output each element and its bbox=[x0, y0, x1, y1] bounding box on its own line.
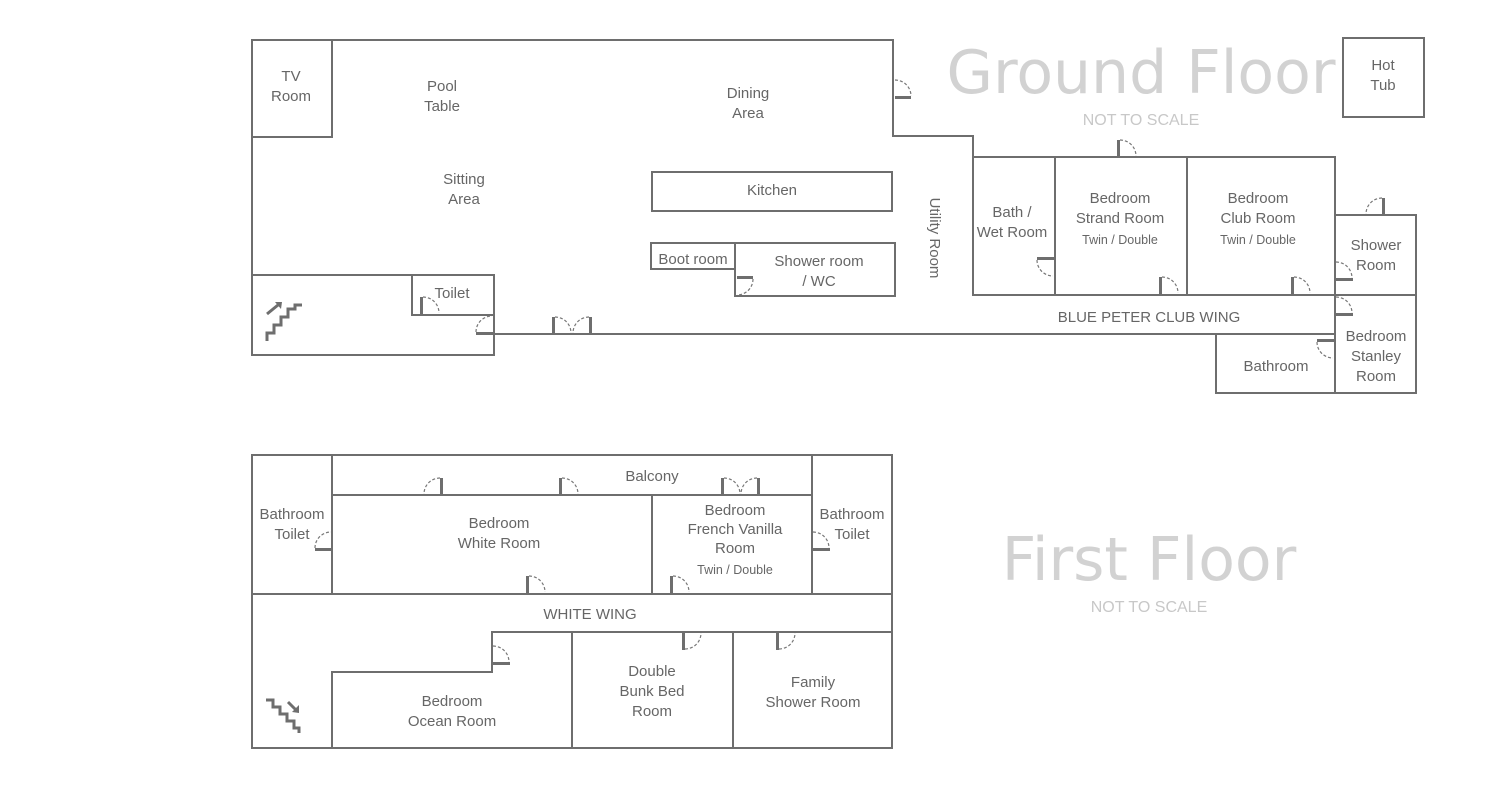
stanley-room-label: Bedroom bbox=[1346, 328, 1407, 345]
bunk-room-label: Room bbox=[632, 703, 672, 720]
door-toilet[interactable] bbox=[420, 296, 440, 314]
pool-table-label: Table bbox=[424, 98, 460, 115]
pool-table-label: Pool bbox=[427, 78, 457, 95]
door-rooms-top[interactable] bbox=[1117, 139, 1137, 157]
wing-label: BLUE PETER CLUB WING bbox=[1058, 309, 1241, 326]
tv-room-label: TV bbox=[281, 68, 300, 85]
shower-wc-label: Shower room bbox=[774, 253, 863, 270]
door-french-vanilla[interactable] bbox=[670, 575, 690, 593]
bathroom-left-label: Bathroom bbox=[259, 506, 324, 523]
door-shower-room[interactable] bbox=[1335, 261, 1353, 281]
door-bunk-room[interactable] bbox=[682, 632, 702, 650]
door-white-room[interactable] bbox=[526, 575, 546, 593]
stanley-room-label: Room bbox=[1356, 368, 1396, 385]
sitting-area-label: Sitting bbox=[443, 171, 485, 188]
door-balcony-2[interactable] bbox=[559, 477, 579, 495]
french-vanilla-beds: Twin / Double bbox=[697, 563, 773, 577]
first-inner-walls bbox=[252, 455, 892, 748]
bunk-room-label: Bunk Bed bbox=[619, 683, 684, 700]
door-double-corridor[interactable] bbox=[552, 316, 592, 334]
door-dining[interactable] bbox=[894, 79, 912, 99]
ocean-room-label: Ocean Room bbox=[408, 713, 496, 730]
first-floor-subtitle: NOT TO SCALE bbox=[1091, 599, 1207, 616]
strand-room-label: Strand Room bbox=[1076, 210, 1164, 227]
bath-wet-room-label: Bath / bbox=[992, 204, 1032, 221]
strand-room-beds: Twin / Double bbox=[1082, 233, 1158, 247]
door-shower-wc[interactable] bbox=[736, 276, 754, 296]
door-balcony-1[interactable] bbox=[423, 477, 443, 495]
family-shower-label: Shower Room bbox=[765, 694, 860, 711]
boot-room-label: Boot room bbox=[658, 251, 727, 268]
door-ocean-room[interactable] bbox=[492, 645, 510, 665]
club-room-beds: Twin / Double bbox=[1220, 233, 1296, 247]
shower-room-label: Shower bbox=[1351, 237, 1402, 254]
door-bath-wet[interactable] bbox=[1036, 257, 1054, 277]
door-strand[interactable] bbox=[1159, 276, 1179, 294]
hot-tub-label: Hot bbox=[1371, 57, 1395, 74]
ground-outer-wall bbox=[251, 39, 1417, 394]
family-shower-label: Family bbox=[791, 674, 836, 691]
sitting-area-label: Area bbox=[448, 191, 480, 208]
door-stanley[interactable] bbox=[1335, 296, 1353, 316]
kitchen-room bbox=[651, 171, 893, 212]
stairs-up-icon bbox=[265, 302, 302, 341]
shower-wc-room bbox=[734, 242, 896, 297]
bathroom-right-label: Bathroom bbox=[819, 506, 884, 523]
ground-inner-walls bbox=[252, 40, 1416, 393]
bathroom-label: Bathroom bbox=[1243, 358, 1308, 375]
ground-floor: Ground Floor NOT TO SCALE TV Room Pool T… bbox=[251, 37, 1425, 394]
tv-room-label: Room bbox=[271, 88, 311, 105]
stairs-down-icon bbox=[266, 698, 301, 733]
white-wing-label: WHITE WING bbox=[543, 606, 636, 623]
door-balcony-double[interactable] bbox=[721, 477, 760, 495]
club-room-label: Bedroom bbox=[1228, 190, 1289, 207]
door-bathroom-left[interactable] bbox=[314, 531, 332, 551]
door-bathroom-right[interactable] bbox=[812, 531, 830, 551]
french-vanilla-label: French Vanilla bbox=[688, 521, 783, 538]
balcony-label: Balcony bbox=[625, 468, 679, 485]
ocean-room-label: Bedroom bbox=[422, 693, 483, 710]
toilet-label: Toilet bbox=[434, 285, 470, 302]
utility-room-label: Utility Room bbox=[926, 198, 943, 279]
door-shower-outside[interactable] bbox=[1365, 197, 1385, 215]
door-family-shower[interactable] bbox=[776, 632, 796, 650]
bathroom-left-label: Toilet bbox=[274, 526, 310, 543]
french-vanilla-label: Room bbox=[715, 540, 755, 557]
white-room-label: White Room bbox=[458, 535, 541, 552]
shower-wc-label: / WC bbox=[802, 273, 835, 290]
shower-room-label: Room bbox=[1356, 257, 1396, 274]
ground-floor-title: Ground Floor bbox=[946, 38, 1335, 108]
door-club[interactable] bbox=[1291, 276, 1311, 294]
strand-room-label: Bedroom bbox=[1090, 190, 1151, 207]
dining-area-label: Dining bbox=[727, 85, 770, 102]
door-stairs[interactable] bbox=[475, 315, 493, 335]
hot-tub bbox=[1342, 37, 1425, 118]
hot-tub-label: Tub bbox=[1370, 77, 1395, 94]
stanley-room-label: Stanley bbox=[1351, 348, 1402, 365]
dining-area-label: Area bbox=[732, 105, 764, 122]
french-vanilla-label: Bedroom bbox=[705, 502, 766, 519]
first-floor-title: First Floor bbox=[1002, 525, 1297, 595]
ground-floor-subtitle: NOT TO SCALE bbox=[1083, 112, 1199, 129]
door-bathroom[interactable] bbox=[1316, 339, 1334, 359]
club-room-label: Club Room bbox=[1220, 210, 1295, 227]
first-floor: First Floor NOT TO SCALE Balcony Bathroo… bbox=[251, 454, 1297, 749]
bath-wet-room-label: Wet Room bbox=[977, 224, 1048, 241]
bathroom-right-label: Toilet bbox=[834, 526, 870, 543]
white-room-label: Bedroom bbox=[469, 515, 530, 532]
bunk-room-label: Double bbox=[628, 663, 676, 680]
kitchen-label: Kitchen bbox=[747, 182, 797, 199]
